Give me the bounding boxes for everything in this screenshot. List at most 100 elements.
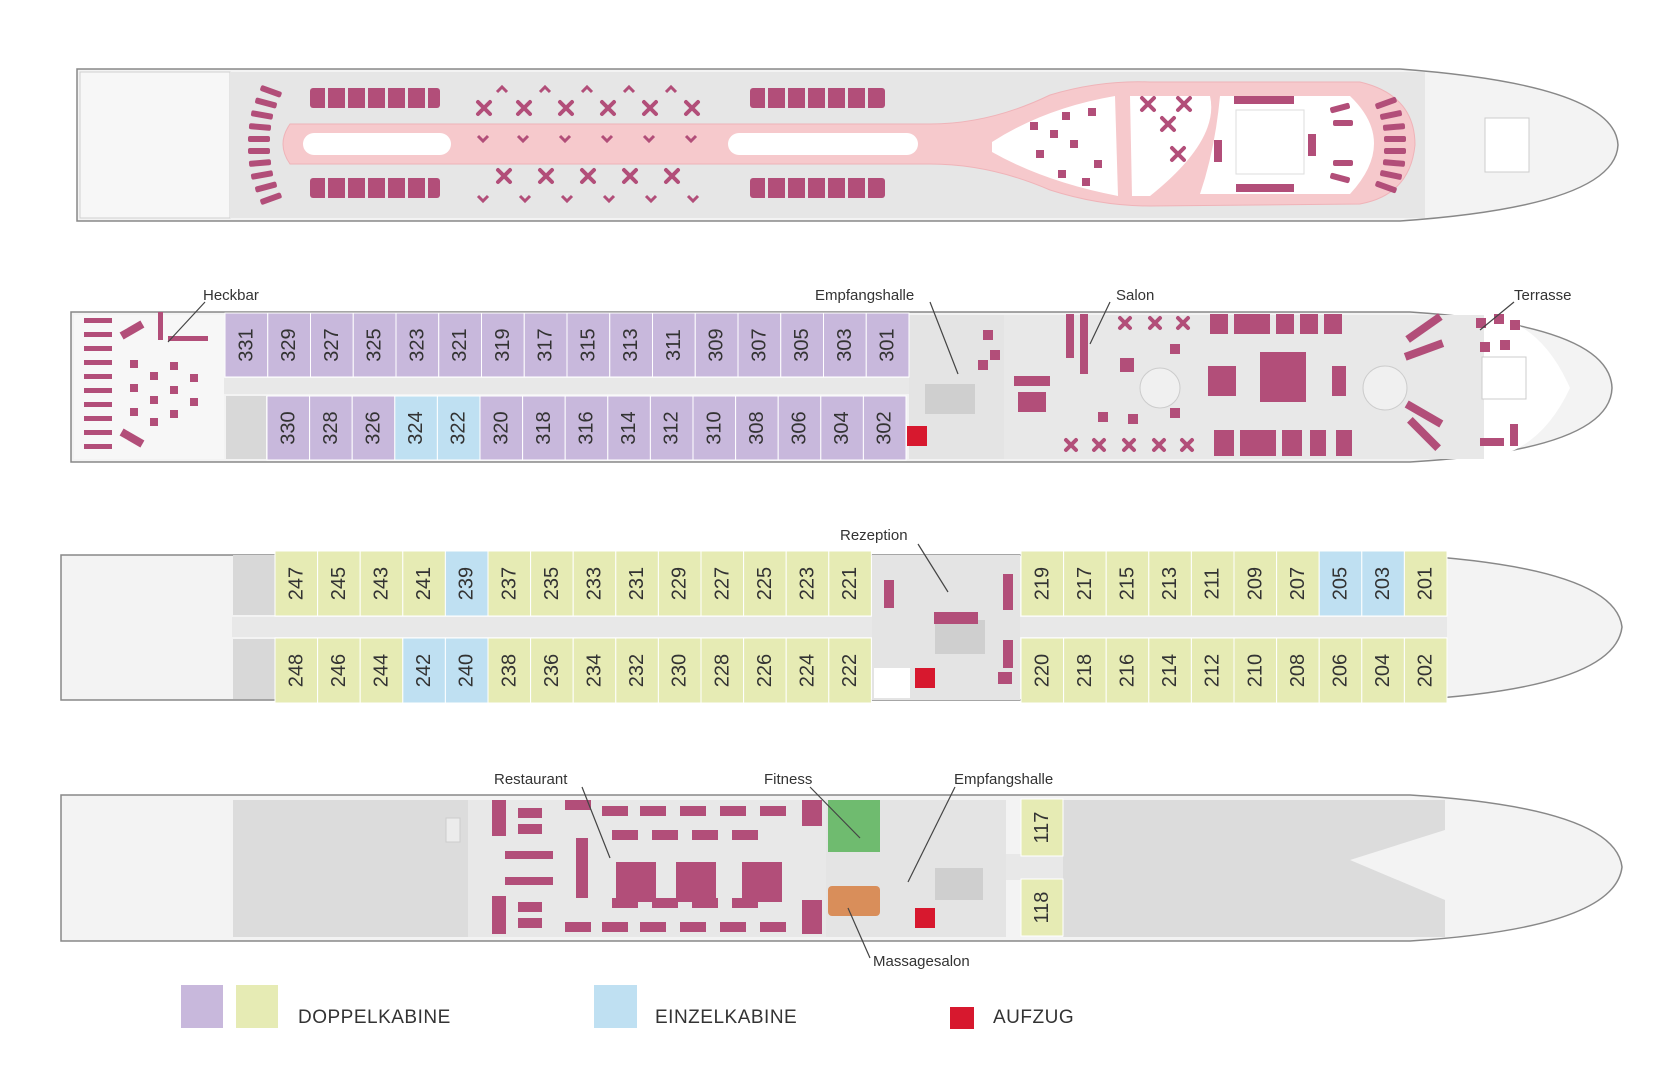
cabin-310-box	[692, 395, 737, 461]
cabin-320-box	[479, 395, 524, 461]
cabin-202-box	[1403, 637, 1448, 704]
deck-3-x-tables	[1064, 316, 1194, 452]
deck-2-corridor	[232, 617, 1447, 637]
cabin-221: 221	[828, 550, 872, 617]
cabin-number: 320	[490, 411, 512, 444]
cabin-330: 330	[266, 395, 311, 461]
sun-deck-chair-gaps	[325, 88, 868, 198]
cabin-232: 232	[615, 637, 659, 704]
cabin-213: 213	[1148, 550, 1192, 617]
legend-doppelkabine: DOPPELKABINE	[298, 1007, 451, 1028]
cabin-328: 328	[309, 395, 353, 461]
cabin-number: 205	[1330, 567, 1352, 600]
cabin-number: 201	[1415, 567, 1437, 600]
deck-2-stub-top	[233, 555, 275, 615]
cabin-238: 238	[487, 637, 532, 704]
cabin-number: 220	[1031, 654, 1053, 687]
deck-3-stub	[226, 396, 266, 459]
label-rezeption: Rezeption	[840, 527, 908, 544]
cabin-number: 239	[456, 567, 478, 600]
legend-aufzug: AUFZUG	[993, 1007, 1074, 1028]
label-restaurant: Restaurant	[494, 771, 568, 788]
cabin-308: 308	[735, 395, 779, 461]
cabin-204: 204	[1361, 637, 1405, 704]
cabin-number: 315	[577, 328, 599, 361]
cabin-331-box	[224, 312, 269, 378]
cabin-328-box	[309, 395, 353, 461]
cabin-303-box	[823, 312, 867, 378]
cabin-232-box	[615, 637, 659, 704]
cabin-218: 218	[1063, 637, 1107, 704]
cabin-number: 230	[669, 654, 691, 687]
cabin-226: 226	[743, 637, 787, 704]
massage-room	[828, 886, 880, 916]
cabin-245: 245	[317, 550, 361, 617]
cabin-323-box	[395, 312, 440, 378]
cabin-222-box	[828, 637, 872, 704]
cabin-number: 238	[498, 654, 520, 687]
deck-1-fwd-hold	[1063, 800, 1445, 937]
cabin-223-box	[785, 550, 830, 617]
cabin-315: 315	[566, 312, 611, 378]
cabin-331: 331	[224, 312, 269, 378]
cabin-number: 245	[328, 567, 350, 600]
cabin-237-box	[487, 550, 532, 617]
cabin-329-box	[267, 312, 311, 378]
cabin-314-box	[607, 395, 651, 461]
cabin-315-box	[566, 312, 611, 378]
cabin-number: 206	[1330, 654, 1352, 687]
cabin-number: 309	[706, 328, 728, 361]
cabin-302: 302	[862, 395, 907, 461]
cabin-number: 214	[1159, 654, 1181, 687]
cabin-number: 215	[1117, 567, 1139, 600]
cabin-number: 219	[1031, 567, 1053, 600]
cabin-238-box	[487, 637, 532, 704]
cabin-number: 306	[789, 411, 811, 444]
legend-swatch-doppel-yellow	[236, 985, 278, 1028]
cabin-329: 329	[267, 312, 311, 378]
cabin-206: 206	[1318, 637, 1363, 704]
deck-3-salon-round	[1139, 367, 1181, 409]
sun-deck-bow-box	[1484, 117, 1530, 173]
cabin-number: 244	[371, 654, 393, 687]
cabin-311: 311	[652, 312, 696, 378]
cabin-233: 233	[572, 550, 617, 617]
cabin-number: 310	[703, 411, 725, 444]
cabin-231: 231	[615, 550, 659, 617]
cabin-number: 302	[874, 411, 896, 444]
cabin-number: 228	[711, 654, 733, 687]
cabin-231-box	[615, 550, 659, 617]
cabin-220-box	[1020, 637, 1065, 704]
deck-1-aft-hold	[233, 800, 468, 937]
cabin-number: 231	[626, 567, 648, 600]
cabin-224: 224	[785, 637, 830, 704]
cabin-307-box	[737, 312, 782, 378]
cabin-304-box	[820, 395, 864, 461]
cabin-314: 314	[607, 395, 651, 461]
cabin-209-box	[1233, 550, 1278, 617]
cabin-number: 307	[748, 328, 770, 361]
cabin-number: 226	[754, 654, 776, 687]
cabin-221-box	[828, 550, 872, 617]
cabin-234: 234	[572, 637, 617, 704]
cabin-number: 241	[413, 567, 435, 600]
cabin-218-box	[1063, 637, 1107, 704]
restaurant-furniture	[492, 800, 822, 934]
cabin-242: 242	[402, 637, 446, 704]
label-fitness: Fitness	[764, 771, 812, 788]
cabin-235-box	[530, 550, 574, 617]
cabin-223: 223	[785, 550, 830, 617]
cabin-246-box	[317, 637, 361, 704]
deck-2-reception-furniture	[884, 574, 1013, 684]
cabin-240: 240	[444, 637, 489, 704]
cabin-305-box	[780, 312, 824, 378]
deck-2-stairs	[935, 620, 985, 654]
cabin-201: 201	[1403, 550, 1448, 617]
cabin-number: 209	[1244, 567, 1266, 600]
elevator-deck-2	[915, 668, 935, 688]
cabin-302-box	[862, 395, 907, 461]
sun-deck-pool-left	[303, 133, 451, 155]
cabin-247-box	[274, 550, 319, 617]
cabin-number: 203	[1372, 567, 1394, 600]
